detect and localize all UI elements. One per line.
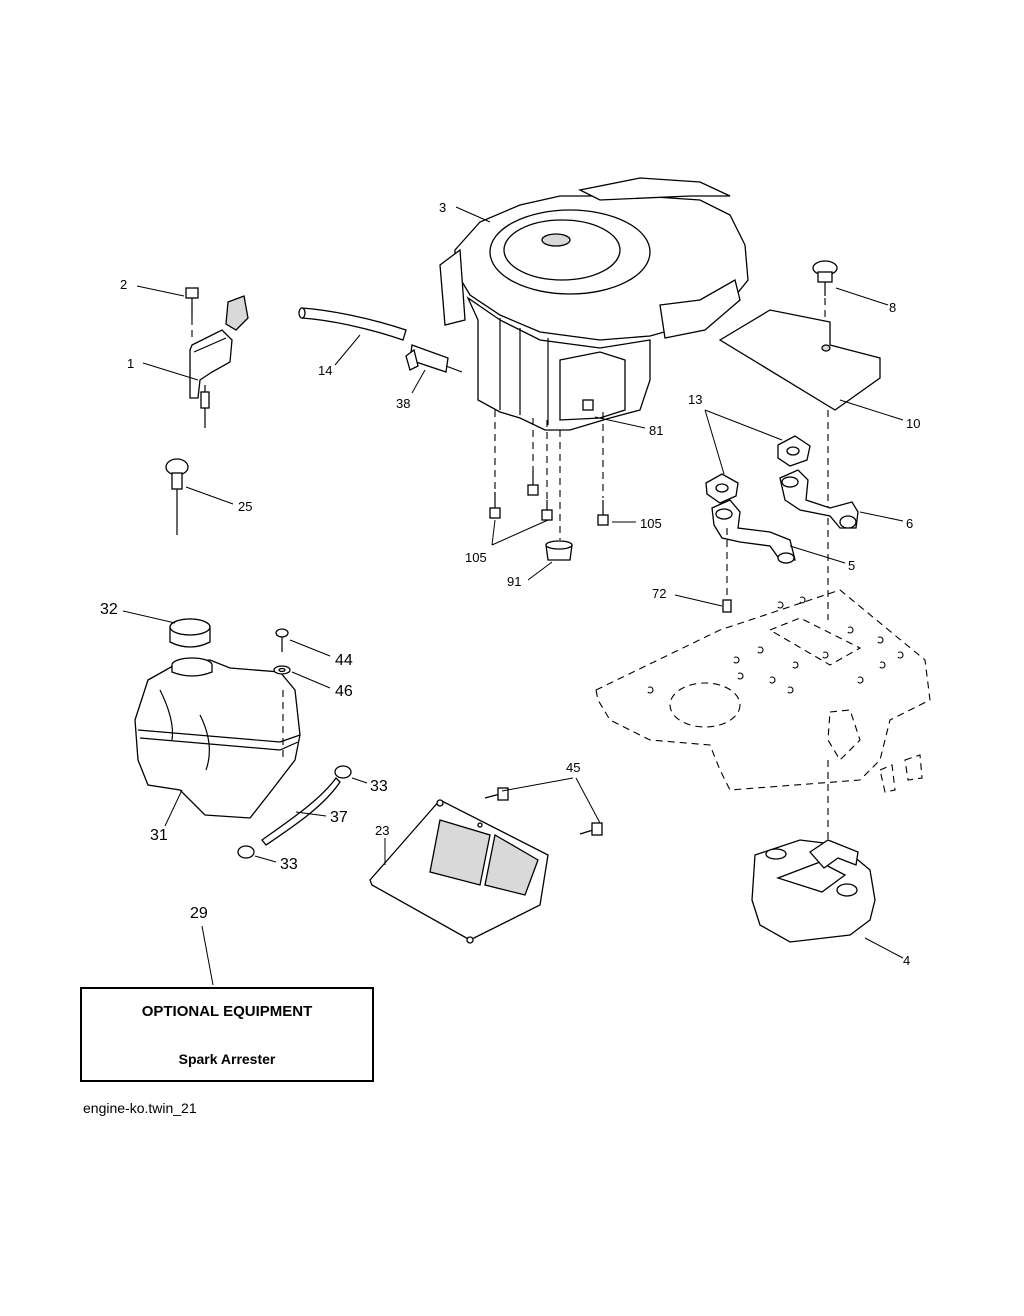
muffler-4: [751, 839, 876, 943]
bracket-23: [369, 799, 549, 944]
engine: [439, 177, 749, 431]
callout-29: 29: [190, 905, 208, 922]
callout-13: 13: [688, 392, 702, 407]
callout-81: 81: [649, 423, 663, 438]
fuel-tank-31: [134, 657, 301, 819]
fuel-line-14: [298, 307, 407, 341]
callout-91: 91: [507, 574, 521, 589]
frame: [595, 589, 931, 793]
clamp-33: [334, 765, 352, 779]
callout-44: 44: [335, 652, 353, 669]
screw-2: [185, 287, 199, 340]
callout-10: 10: [906, 416, 920, 431]
fuel-filter-38: [405, 344, 463, 373]
washer-46: [273, 665, 291, 675]
leader-lines: [122, 206, 904, 986]
bolt-105: [597, 500, 609, 526]
callout-33: 33: [370, 778, 388, 795]
callout-32: 32: [100, 601, 118, 618]
bolt-45: [579, 822, 603, 836]
fuel-line-37: [261, 777, 341, 846]
gasket-13: [777, 435, 811, 467]
callout-38: 38: [396, 396, 410, 411]
callout-105: 105: [465, 550, 487, 565]
exhaust-pipe-5: [711, 499, 796, 564]
bolt-72: [722, 599, 732, 613]
bolt-105: [489, 492, 501, 519]
optional-equipment-title: OPTIONAL EQUIPMENT: [141, 1003, 313, 1020]
callout-45: 45: [566, 760, 580, 775]
spacer-91: [545, 540, 573, 561]
bolt-45: [484, 787, 509, 801]
callout-1: 1: [127, 356, 134, 371]
callout-8: 8: [889, 300, 896, 315]
callout-23: 23: [375, 823, 389, 838]
callout-14: 14: [318, 363, 332, 378]
callout-25: 25: [238, 499, 252, 514]
callout-33: 33: [280, 856, 298, 873]
callout-4: 4: [903, 953, 910, 968]
callout-37: 37: [330, 809, 348, 826]
exhaust-pipe-6: [779, 469, 859, 529]
screw-44: [275, 628, 289, 652]
callout-46: 46: [335, 683, 353, 700]
callout-105: 105: [640, 516, 662, 531]
engine-mount-bolts: [489, 410, 609, 561]
bolt-105: [527, 470, 539, 496]
callout-5: 5: [848, 558, 855, 573]
throttle-control: [189, 295, 249, 428]
optional-equipment-item: Spark Arrester: [178, 1051, 276, 1067]
bolt-8: [812, 260, 838, 345]
control-knob-25: [165, 458, 189, 535]
heat-shield-10: [718, 309, 881, 411]
callout-3: 3: [439, 200, 446, 215]
callout-6: 6: [906, 516, 913, 531]
optional-equipment-box: OPTIONAL EQUIPMENT Spark Arrester: [80, 987, 374, 1082]
file-reference: engine-ko.twin_21: [83, 1100, 197, 1116]
clamp-33: [237, 845, 255, 859]
bolt-105: [541, 500, 553, 521]
callout-31: 31: [150, 827, 168, 844]
fuel-cap-32: [169, 618, 211, 648]
callout-2: 2: [120, 277, 127, 292]
callout-72: 72: [652, 586, 666, 601]
callout-labels: 1 2 3 4 5 6 8 10 13 14 23 25 29 31 32 33…: [100, 200, 920, 968]
gasket-13: [705, 473, 739, 504]
